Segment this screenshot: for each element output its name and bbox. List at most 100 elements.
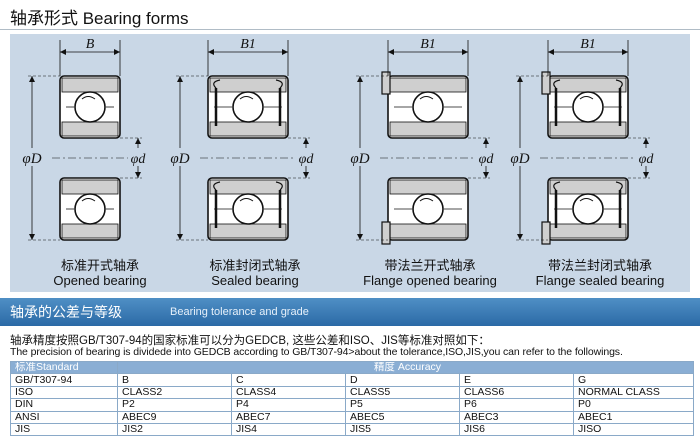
- table-cell-grade: ABEC9: [117, 410, 232, 424]
- outer-ring: [209, 77, 287, 93]
- label-backdrop: [636, 148, 656, 166]
- caption-flange-sealed-cn: 带法兰封闭式轴承: [547, 258, 652, 273]
- header-standard: 标准Standard: [10, 360, 118, 375]
- inner-diameter-label: φd: [479, 152, 495, 167]
- table-cell-standard: ANSI: [10, 410, 118, 424]
- outer-ring: [389, 179, 467, 195]
- label-backdrop: [476, 148, 496, 166]
- ball: [74, 193, 106, 225]
- outer-ring: [389, 77, 467, 93]
- ball: [412, 91, 444, 123]
- table-cell-grade: P0: [573, 398, 694, 412]
- caption-flange-opened: 带法兰开式轴承 Flange opened bearing: [350, 258, 510, 288]
- outer-diameter-label: φD: [170, 151, 189, 167]
- seal: [214, 190, 282, 228]
- caption-flange-opened-cn: 带法兰开式轴承: [384, 258, 476, 273]
- ball-highlight: [419, 96, 434, 100]
- table-cell-grade: C: [231, 373, 346, 387]
- flange-bottom: [381, 221, 391, 245]
- ball: [572, 91, 604, 123]
- table-cell-grade: ABEC3: [459, 410, 574, 424]
- table-cell-grade: JIS2: [117, 422, 232, 437]
- ball-highlight: [81, 198, 96, 202]
- bearing-section: [207, 177, 289, 241]
- outer-ring: [61, 77, 119, 93]
- table-cell-grade: E: [459, 373, 574, 387]
- ball-highlight: [239, 96, 254, 100]
- seal-lip: [213, 181, 283, 191]
- inner-ring: [549, 121, 627, 137]
- table-cell-grade: JIS5: [345, 422, 460, 437]
- table-cell-grade: ABEC1: [573, 410, 694, 424]
- seal: [554, 88, 622, 126]
- inner-ring: [61, 223, 119, 239]
- ball: [572, 193, 604, 225]
- outer-diameter-label: φD: [22, 151, 41, 167]
- table-cell-grade: NORMAL CLASS: [573, 385, 694, 400]
- inner-ring: [389, 121, 467, 137]
- tolerance-banner: 轴承的公差与等级 Bearing tolerance and grade: [0, 298, 700, 326]
- ball-highlight: [579, 198, 594, 202]
- header-accuracy: 精度 Accuracy: [117, 360, 694, 375]
- table-header-row: 标准Standard 精度 Accuracy: [10, 360, 694, 375]
- caption-flange-opened-en: Flange opened bearing: [363, 273, 497, 288]
- width-label: B: [86, 37, 95, 52]
- description-cn: 轴承精度按照GB/T307-94的国家标准可以分为GEDCB, 这些公差和ISO…: [10, 335, 490, 347]
- ball: [74, 91, 106, 123]
- inner-ring: [389, 223, 467, 239]
- table-cell-standard: DIN: [10, 398, 118, 412]
- title-divider: [0, 29, 700, 30]
- flange-top: [381, 71, 391, 95]
- inner-ring: [549, 223, 627, 239]
- ball: [412, 193, 444, 225]
- caption-opened-cn: 标准开式轴承: [60, 258, 139, 273]
- table-cell-grade: D: [345, 373, 460, 387]
- bearing-section: [59, 177, 121, 241]
- table-cell-grade: P5: [345, 398, 460, 412]
- ball-highlight: [81, 96, 96, 100]
- table-cell-grade: JIS6: [459, 422, 574, 437]
- bearing-section: [547, 75, 629, 139]
- caption-flange-sealed-en: Flange sealed bearing: [535, 273, 665, 288]
- caption-opened: 标准开式轴承 Opened bearing: [20, 258, 180, 288]
- table-cell-grade: P2: [117, 398, 232, 412]
- inner-diameter-label: φd: [639, 152, 655, 167]
- table-cell-grade: CLASS5: [345, 385, 460, 400]
- table-cell-standard: GB/T307-94: [10, 373, 118, 387]
- table-cell-grade: JIS4: [231, 422, 346, 437]
- bearing-section: [207, 75, 289, 139]
- table-cell-grade: P4: [231, 398, 346, 412]
- ball-highlight: [239, 198, 254, 202]
- caption-flange-sealed: 带法兰封闭式轴承 Flange sealed bearing: [520, 258, 680, 288]
- table-cell-grade: CLASS6: [459, 385, 574, 400]
- bearing-diagram-1: BφD φd: [20, 37, 148, 241]
- table-cell-grade: ABEC7: [231, 410, 346, 424]
- outer-diameter-label: φD: [350, 151, 369, 167]
- outer-ring: [549, 77, 627, 93]
- table-cell-grade: ABEC5: [345, 410, 460, 424]
- inner-ring: [209, 223, 287, 239]
- outer-ring: [549, 179, 627, 195]
- seal-lip: [213, 79, 283, 89]
- outer-ring: [61, 179, 119, 195]
- table-cell-grade: CLASS4: [231, 385, 346, 400]
- inner-diameter-label: φd: [131, 152, 147, 167]
- seal: [214, 88, 282, 126]
- width-label: B1: [580, 37, 596, 52]
- flange-top: [541, 71, 551, 95]
- flange-bottom: [541, 221, 551, 245]
- description-en: The precision of bearing is dividede int…: [10, 346, 623, 358]
- label-backdrop: [168, 148, 192, 166]
- banner-title-en: Bearing tolerance and grade: [170, 306, 309, 318]
- label-backdrop: [508, 148, 532, 166]
- seal-lip: [553, 79, 623, 89]
- width-label: B1: [240, 37, 256, 52]
